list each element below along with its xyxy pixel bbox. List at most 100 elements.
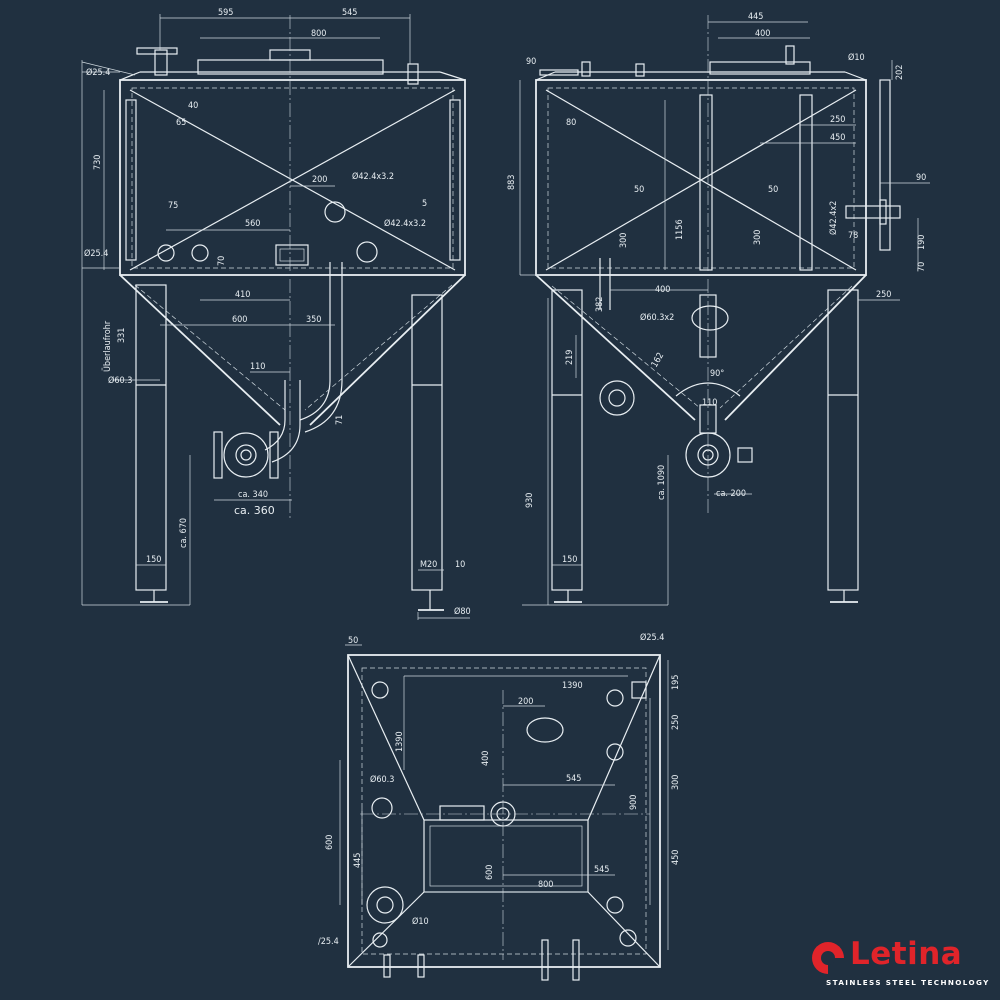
front-top-pipe	[154, 49, 168, 76]
front-cone-left	[119, 274, 281, 426]
front-nozzle-2	[356, 241, 378, 263]
brand-tagline: STAINLESS STEEL TECHNOLOGY	[826, 978, 990, 987]
side-roof-right	[844, 71, 867, 81]
side-flange-left	[599, 380, 635, 416]
front-tank-body	[119, 79, 466, 276]
side-label-1090: ca. 1090	[657, 465, 667, 500]
top-flange-bl	[366, 886, 404, 924]
top-lid-inner	[429, 825, 583, 887]
front-label-595: 595	[218, 8, 233, 18]
front-label-ca670: ca. 670	[179, 518, 189, 548]
front-label-overflow: Überlaufrohr	[102, 320, 113, 372]
side-nozzle-flange	[879, 199, 887, 225]
top-label-445: 445	[353, 853, 363, 868]
front-label-ca340: ca. 340	[238, 490, 268, 500]
side-label-445: 445	[748, 12, 763, 22]
front-top-flange	[136, 47, 178, 55]
side-roof-left	[535, 71, 556, 81]
side-lid	[709, 61, 811, 75]
top-label-600: 600	[325, 835, 335, 850]
side-top-pipe-a	[581, 61, 591, 77]
front-roof-left	[119, 71, 141, 81]
side-angle-arc	[675, 382, 741, 397]
side-flange-left-bore	[608, 389, 626, 407]
side-label-300b: 300	[753, 230, 763, 245]
top-right-block	[631, 681, 647, 699]
front-label-75: 75	[168, 201, 178, 211]
top-label-10: Ø10	[412, 916, 429, 927]
side-top-flange	[539, 69, 579, 76]
top-port-r2	[606, 743, 624, 761]
front-label-5: 5	[422, 199, 427, 209]
side-label-90r: 90	[916, 173, 926, 183]
front-right-pipe	[449, 99, 461, 261]
brand-logo: Letina STAINLESS STEEL TECHNOLOGY	[812, 936, 992, 992]
side-label-ca200: ca. 200	[716, 489, 746, 499]
side-label-10: Ø10	[848, 52, 865, 63]
front-nameplate-inner	[279, 248, 305, 262]
top-stub-3	[541, 939, 549, 981]
front-cross-b	[129, 89, 456, 271]
top-port-tr	[606, 689, 624, 707]
top-label-600b: 600	[485, 865, 495, 880]
top-label-50: 50	[348, 636, 358, 646]
top-outer-frame	[347, 654, 661, 968]
front-label-nozzle2: Ø42.4x3.2	[384, 218, 426, 229]
side-label-80: 80	[566, 118, 576, 128]
side-inner-pipe-b	[799, 94, 813, 271]
logo-mark-icon	[812, 942, 844, 974]
top-cone-c	[347, 891, 425, 968]
top-label-25b: /25.4	[318, 937, 339, 947]
top-view: 50 Ø25.4 1390 195 1390 200 250 400 545 3…	[318, 632, 681, 981]
brand-name: Letina	[850, 936, 963, 972]
side-label-78: 78	[848, 231, 858, 241]
front-overflow-pipe-b	[304, 262, 343, 433]
side-label-angle: 90°	[710, 369, 724, 379]
top-stub-1	[383, 954, 391, 978]
side-label-300a: 300	[619, 233, 629, 248]
front-label-410: 410	[235, 290, 250, 300]
front-view: 595 545 800 Ø25.4 65 40 730 200 Ø42.4x3.…	[81, 8, 471, 620]
top-flange-bl-core	[376, 896, 394, 914]
side-cone-inner-right	[719, 285, 853, 409]
side-top-pipe-c	[785, 45, 795, 65]
side-label-250: 250	[830, 115, 845, 125]
side-label-70: 70	[917, 262, 927, 272]
side-label-110: 110	[702, 398, 717, 408]
side-label-150: 150	[562, 555, 577, 565]
top-lid	[423, 819, 589, 893]
front-left-pipe	[125, 99, 137, 261]
front-leg-right	[411, 294, 443, 591]
front-vent-pipe	[407, 63, 419, 85]
top-cone-b	[587, 654, 661, 821]
side-leg-right	[827, 289, 859, 591]
front-nozzle-1	[324, 201, 346, 223]
front-label-10: 10	[455, 560, 465, 570]
front-cone-right	[309, 274, 466, 426]
front-port-2	[191, 244, 209, 262]
front-outlet-bore	[235, 444, 257, 466]
top-port-br	[606, 896, 624, 914]
top-label-545b: 545	[594, 865, 609, 875]
top-port-tl	[371, 681, 389, 699]
side-label-pipe: Ø60.3x2	[640, 312, 674, 323]
top-port-bl2	[372, 932, 388, 948]
front-port-1	[157, 244, 175, 262]
side-label-202: 202	[895, 65, 905, 80]
front-label-600: 600	[232, 315, 247, 325]
top-label-250: 250	[671, 715, 681, 730]
side-label-50a: 50	[634, 185, 644, 195]
top-stub-4	[572, 939, 580, 981]
front-label-560: 560	[245, 219, 260, 229]
side-label-450: 450	[830, 133, 845, 143]
top-pipe-stub	[439, 805, 485, 821]
side-nozzle-right	[845, 205, 901, 219]
front-label-60: Ø60.3	[108, 375, 132, 386]
top-label-800: 800	[538, 880, 553, 890]
top-cone-a	[347, 654, 425, 821]
front-nameplate	[275, 244, 309, 266]
front-label-nozzle1: Ø42.4x3.2	[352, 171, 394, 182]
top-port-br2	[619, 929, 637, 947]
top-label-25: Ø25.4	[640, 632, 664, 643]
